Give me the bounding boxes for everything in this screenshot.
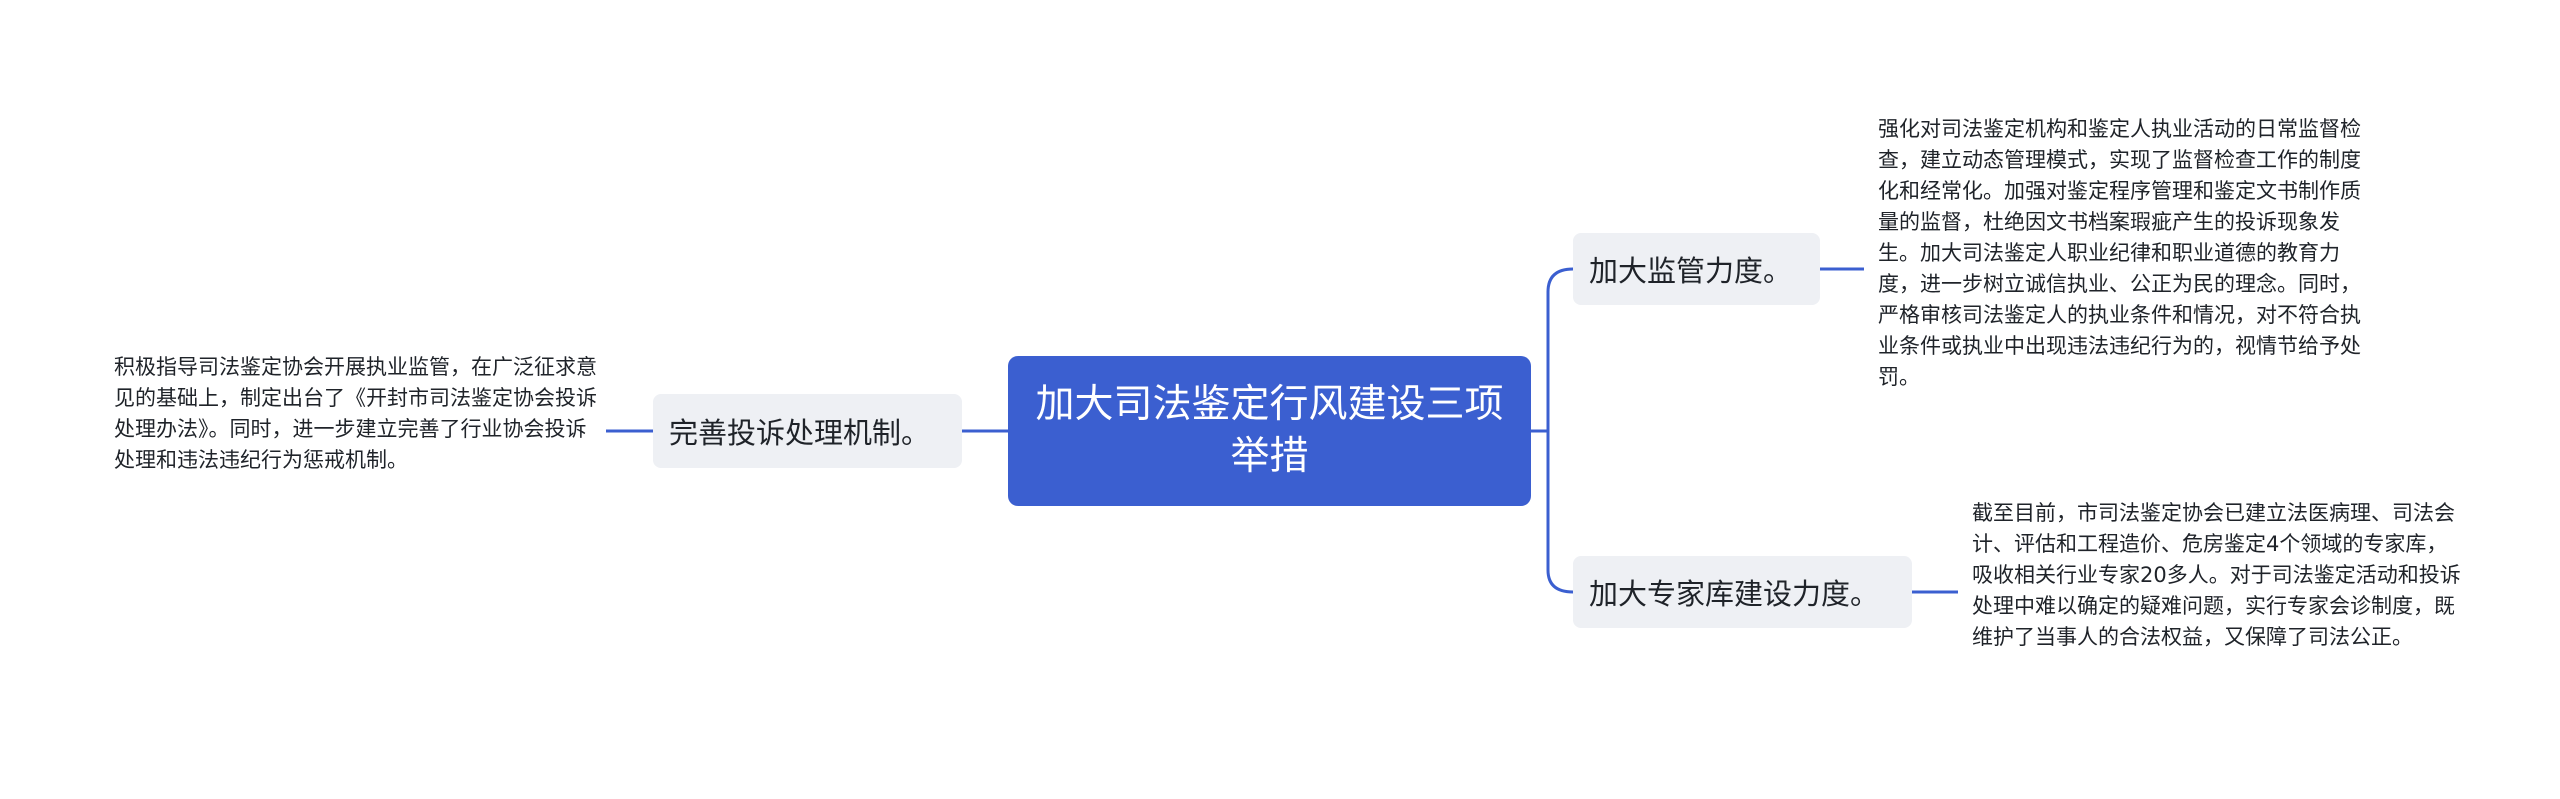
detail-complaint-handling: 积极指导司法鉴定协会开展执业监管，在广泛征求意见的基础上，制定出台了《开封市司法…	[114, 355, 597, 472]
branch-expert-pool[interactable]: 加大专家库建设力度。	[1573, 556, 1912, 628]
detail-expert-pool: 截至目前，市司法鉴定协会已建立法医病理、司法会计、评估和工程造价、危房鉴定4个领…	[1972, 501, 2461, 649]
connector-root-to-bottom	[1546, 431, 1574, 594]
connector-root-to-top	[1531, 267, 1574, 433]
detail-supervision: 强化对司法鉴定机构和鉴定人执业活动的日常监督检查，建立动态管理模式，实现了监督检…	[1878, 117, 2361, 389]
branch-label: 完善投诉处理机制。	[669, 416, 931, 450]
branch-label: 加大监管力度。	[1589, 254, 1793, 288]
root-topic[interactable]: 加大司法鉴定行风建设三项举措	[1008, 356, 1531, 506]
branch-supervision[interactable]: 加大监管力度。	[1573, 233, 1820, 305]
branch-complaint-handling[interactable]: 完善投诉处理机制。	[653, 394, 962, 468]
root-topic-title: 加大司法鉴定行风建设三项举措	[1035, 382, 1504, 479]
branch-label: 加大专家库建设力度。	[1589, 577, 1880, 611]
